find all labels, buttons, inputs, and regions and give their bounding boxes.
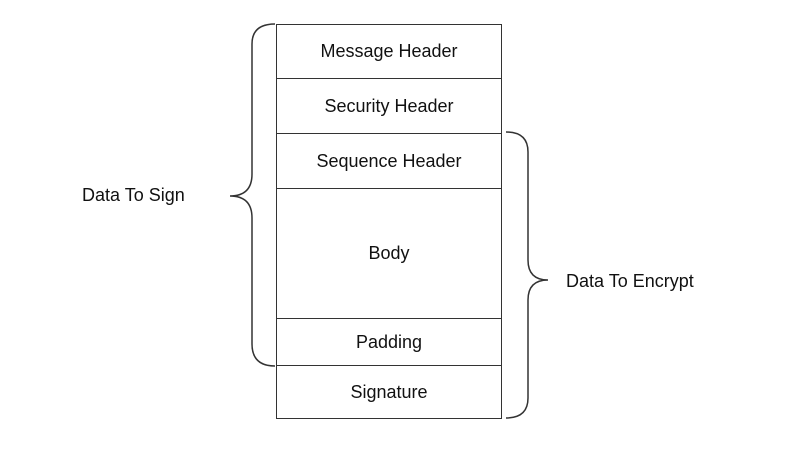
data-to-sign-label: Data To Sign xyxy=(82,185,185,205)
sequence-header-label: Sequence Header xyxy=(316,150,462,171)
encrypt-brace xyxy=(505,131,549,419)
padding-block: Padding xyxy=(277,319,501,366)
sequence-header-block: Sequence Header xyxy=(277,134,501,189)
security-header-block: Security Header xyxy=(277,79,501,134)
message-header-label: Message Header xyxy=(320,41,458,61)
sign-brace xyxy=(229,23,276,367)
signature-label: Signature xyxy=(350,381,428,402)
padding-label: Padding xyxy=(355,331,423,352)
data-to-encrypt-label: Data To Encrypt xyxy=(566,271,694,291)
security-header-label: Security Header xyxy=(324,95,454,116)
message-header-block: Message Header xyxy=(277,25,501,79)
body-label: Body xyxy=(368,243,410,263)
message-stack: Message Header Security Header Sequence … xyxy=(276,24,502,419)
body-block: Body xyxy=(277,189,501,319)
signature-block: Signature xyxy=(277,366,501,418)
